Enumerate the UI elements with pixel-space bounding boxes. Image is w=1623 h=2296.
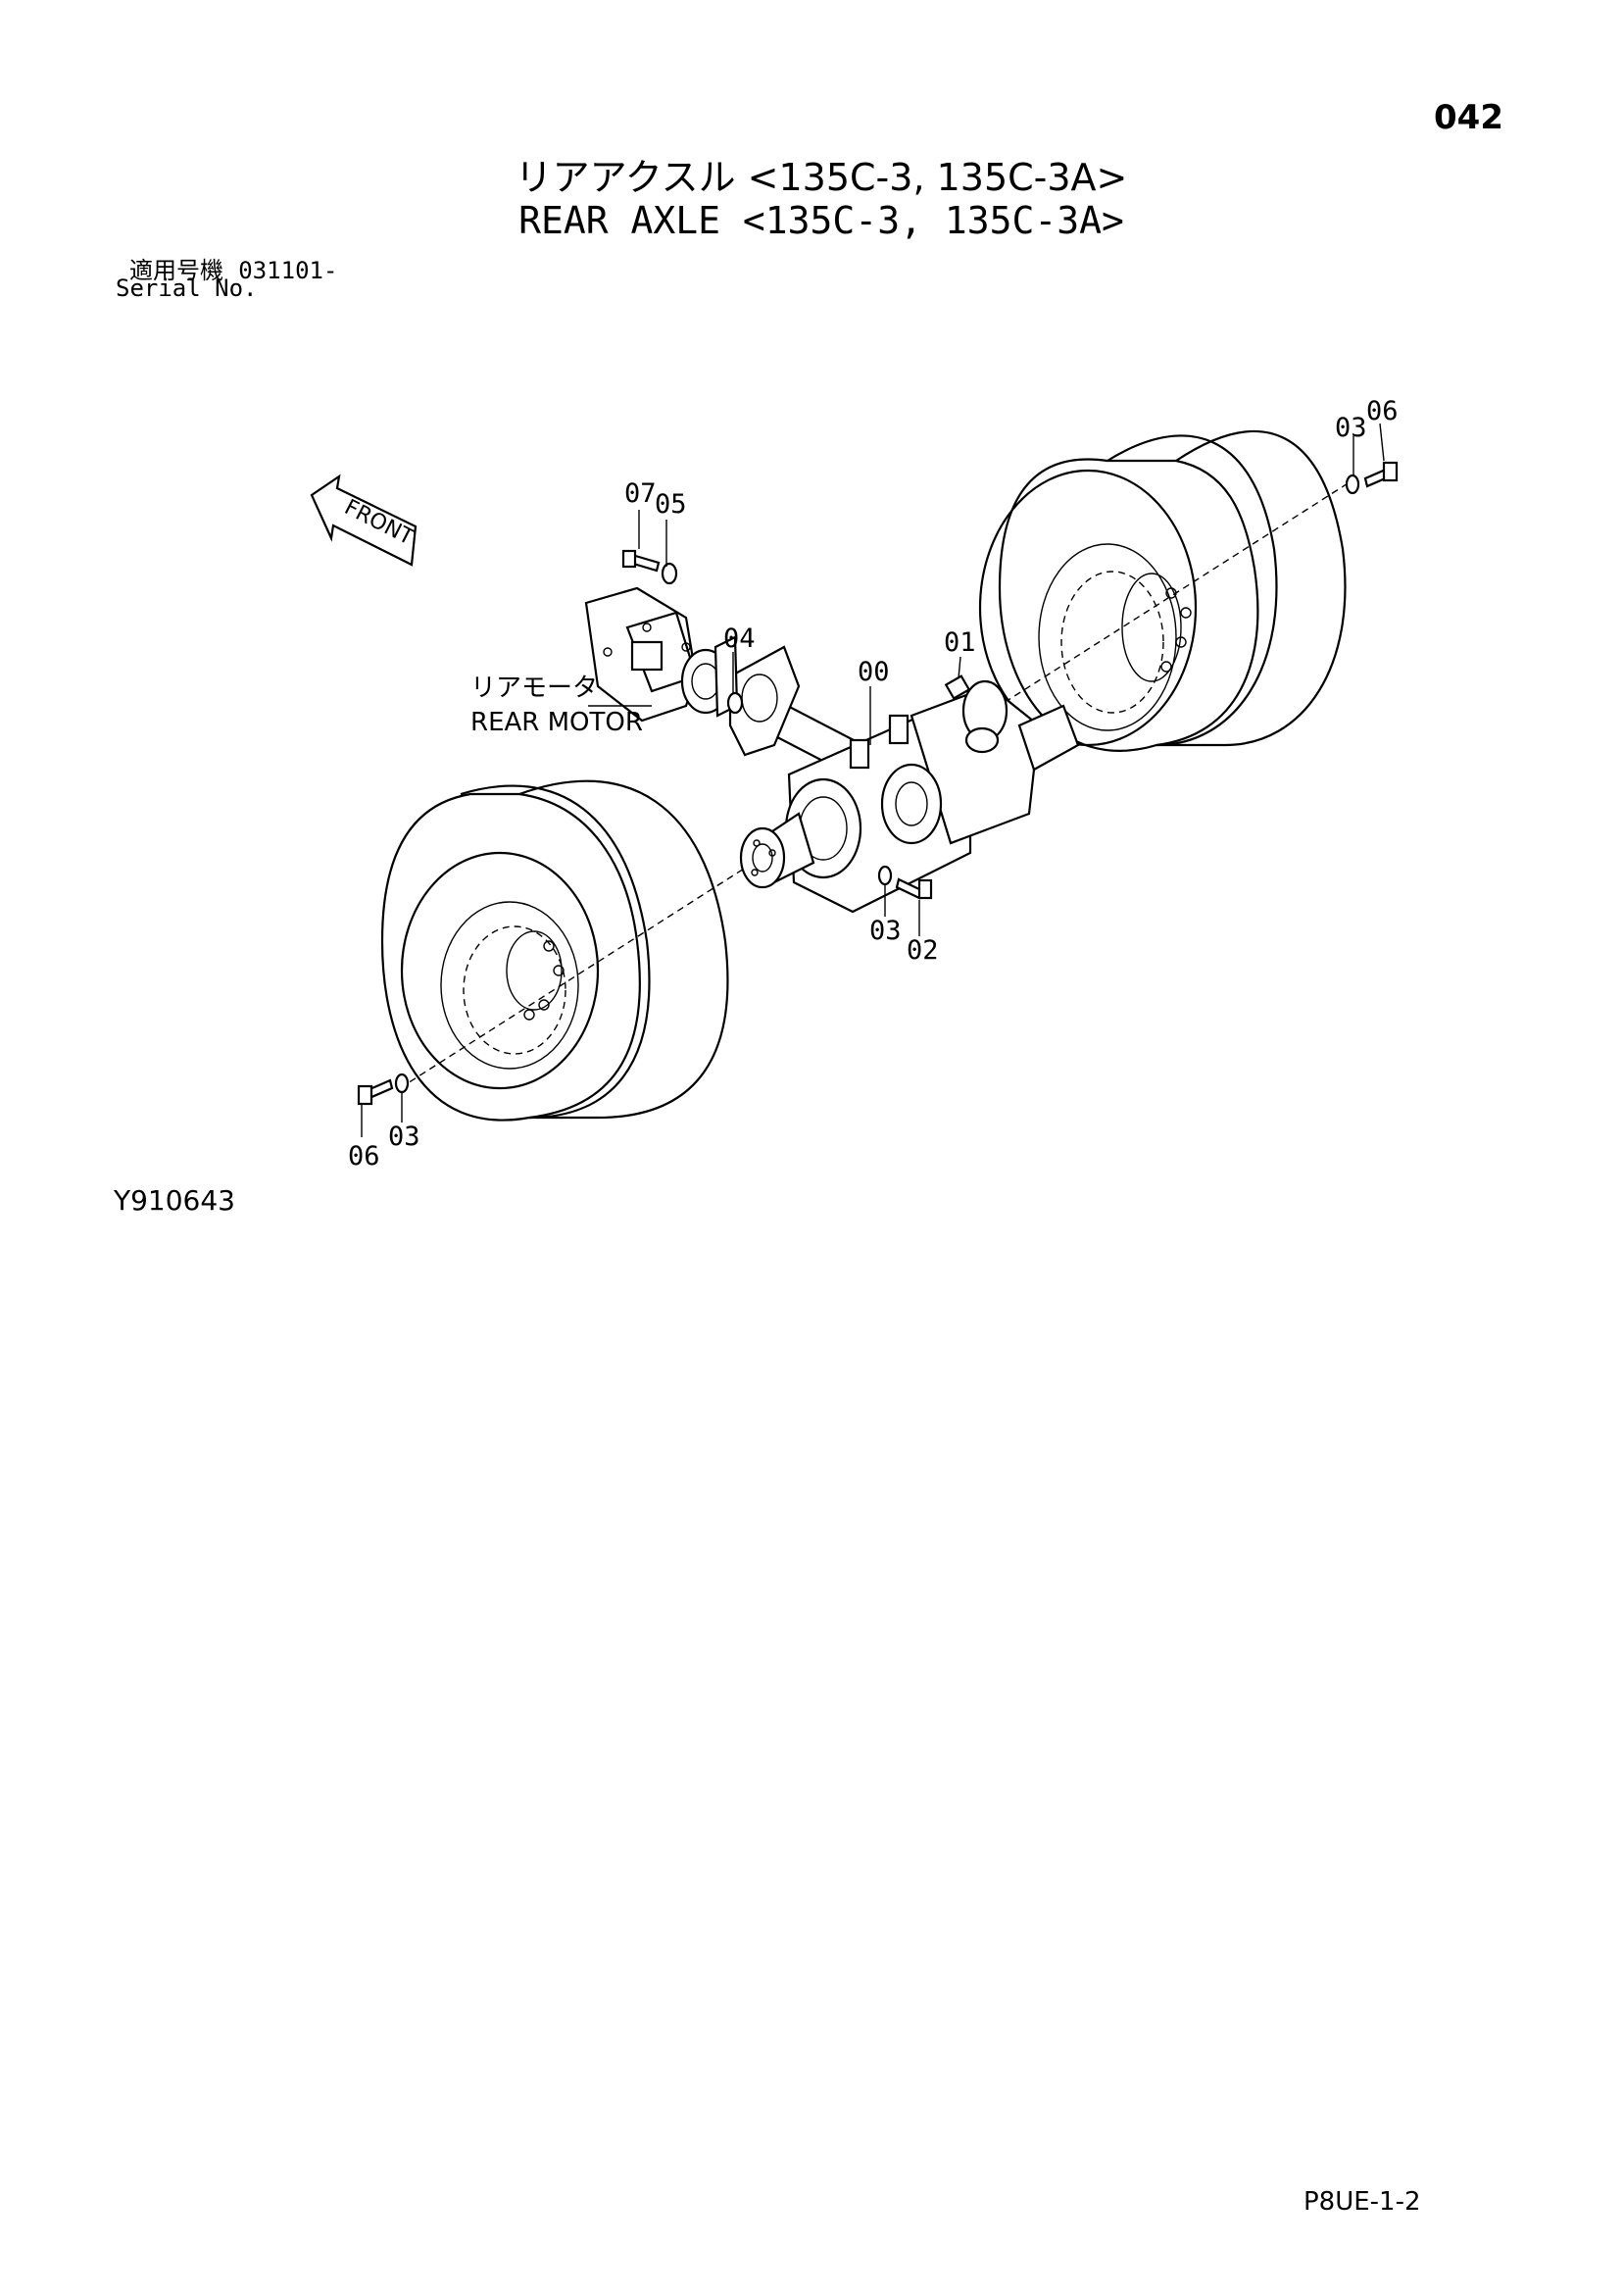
callout-06-left: 06 (348, 1141, 380, 1172)
serial-label-english: Serial No. (116, 275, 258, 302)
callout-03-right: 03 (1335, 413, 1367, 443)
bolt-02-icon (895, 877, 933, 900)
bolt-07-icon (621, 549, 661, 573)
washer-03-axle-icon (877, 865, 893, 886)
washer-05-icon (661, 562, 678, 585)
serial-value: 031101- (238, 257, 338, 284)
leader-lines (361, 423, 1385, 1137)
bolt-06-right-icon (1363, 461, 1399, 488)
callout-01: 01 (944, 627, 976, 658)
o-ring-04-icon (726, 691, 744, 715)
callout-00: 00 (858, 657, 890, 687)
callout-05: 05 (655, 489, 687, 520)
callout-03-left: 03 (388, 1122, 420, 1152)
left-wheel (380, 779, 729, 1122)
plug-01-icon (944, 674, 971, 700)
callout-07: 07 (624, 478, 657, 509)
page-title-japanese: リアアクスル <135C-3, 135C-3A> (515, 156, 1128, 199)
callout-04: 04 (723, 624, 756, 654)
rear-motor (584, 586, 739, 723)
bolt-06-left-icon (357, 1078, 394, 1106)
page-number: 042 (1434, 98, 1503, 137)
callout-03-axle: 03 (869, 916, 902, 946)
axle-assembly (728, 645, 1080, 914)
page-title-english: REAR AXLE <135C-3, 135C-3A> (518, 199, 1124, 242)
serial-label-japanese: 適用号機 031101- (129, 251, 337, 285)
front-arrow-icon: FRONT (310, 474, 418, 567)
callout-06-right: 06 (1366, 396, 1399, 426)
serial-label-jp-text: 適用号機 (129, 257, 223, 284)
callout-02: 02 (907, 935, 939, 966)
rear-motor-label-jp: リアモータ (470, 674, 598, 703)
rear-motor-label-en: REAR MOTOR (470, 708, 643, 737)
right-wheel (978, 429, 1347, 752)
sheet-code: P8UE-1-2 (1303, 2187, 1421, 2217)
figure-id: Y910643 (114, 1184, 235, 1217)
washer-03-right-icon (1345, 474, 1360, 495)
washer-03-left-icon (394, 1073, 410, 1094)
